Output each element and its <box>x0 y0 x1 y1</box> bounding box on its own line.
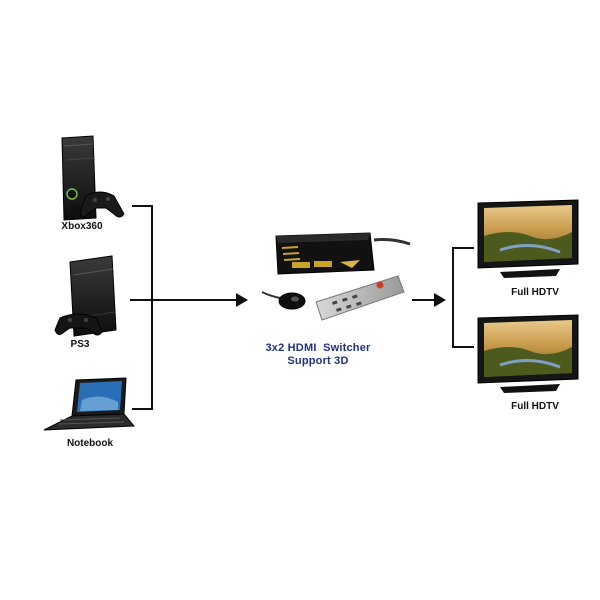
input-connector-lines <box>130 205 236 410</box>
remote-control-icon <box>315 275 405 321</box>
switcher-title-line2: Support 3D <box>287 355 349 367</box>
label-hdtv-top: Full HDTV <box>511 287 559 298</box>
display-connector-lines <box>452 247 474 348</box>
arrow-to-switcher-icon <box>236 293 248 307</box>
label-xbox360: Xbox360 <box>61 221 103 232</box>
hdtv-top-icon <box>477 199 579 278</box>
hdtv-bottom-icon <box>477 314 579 393</box>
ps3-controller-icon <box>54 313 103 336</box>
ir-receiver-icon <box>261 291 306 310</box>
xbox-controller-icon <box>79 191 125 218</box>
label-notebook: Notebook <box>66 438 114 449</box>
label-hdtv-bottom: Full HDTV <box>511 401 559 412</box>
notebook-laptop-icon <box>43 377 136 431</box>
switcher-title: 3x2 HDMI Switcher Support 3D <box>258 342 378 368</box>
hdmi-switcher-box-icon <box>275 232 411 275</box>
label-ps3: PS3 <box>70 339 90 350</box>
arrow-to-displays-icon <box>434 293 446 307</box>
switcher-title-line1: 3x2 HDMI Switcher <box>265 342 371 354</box>
